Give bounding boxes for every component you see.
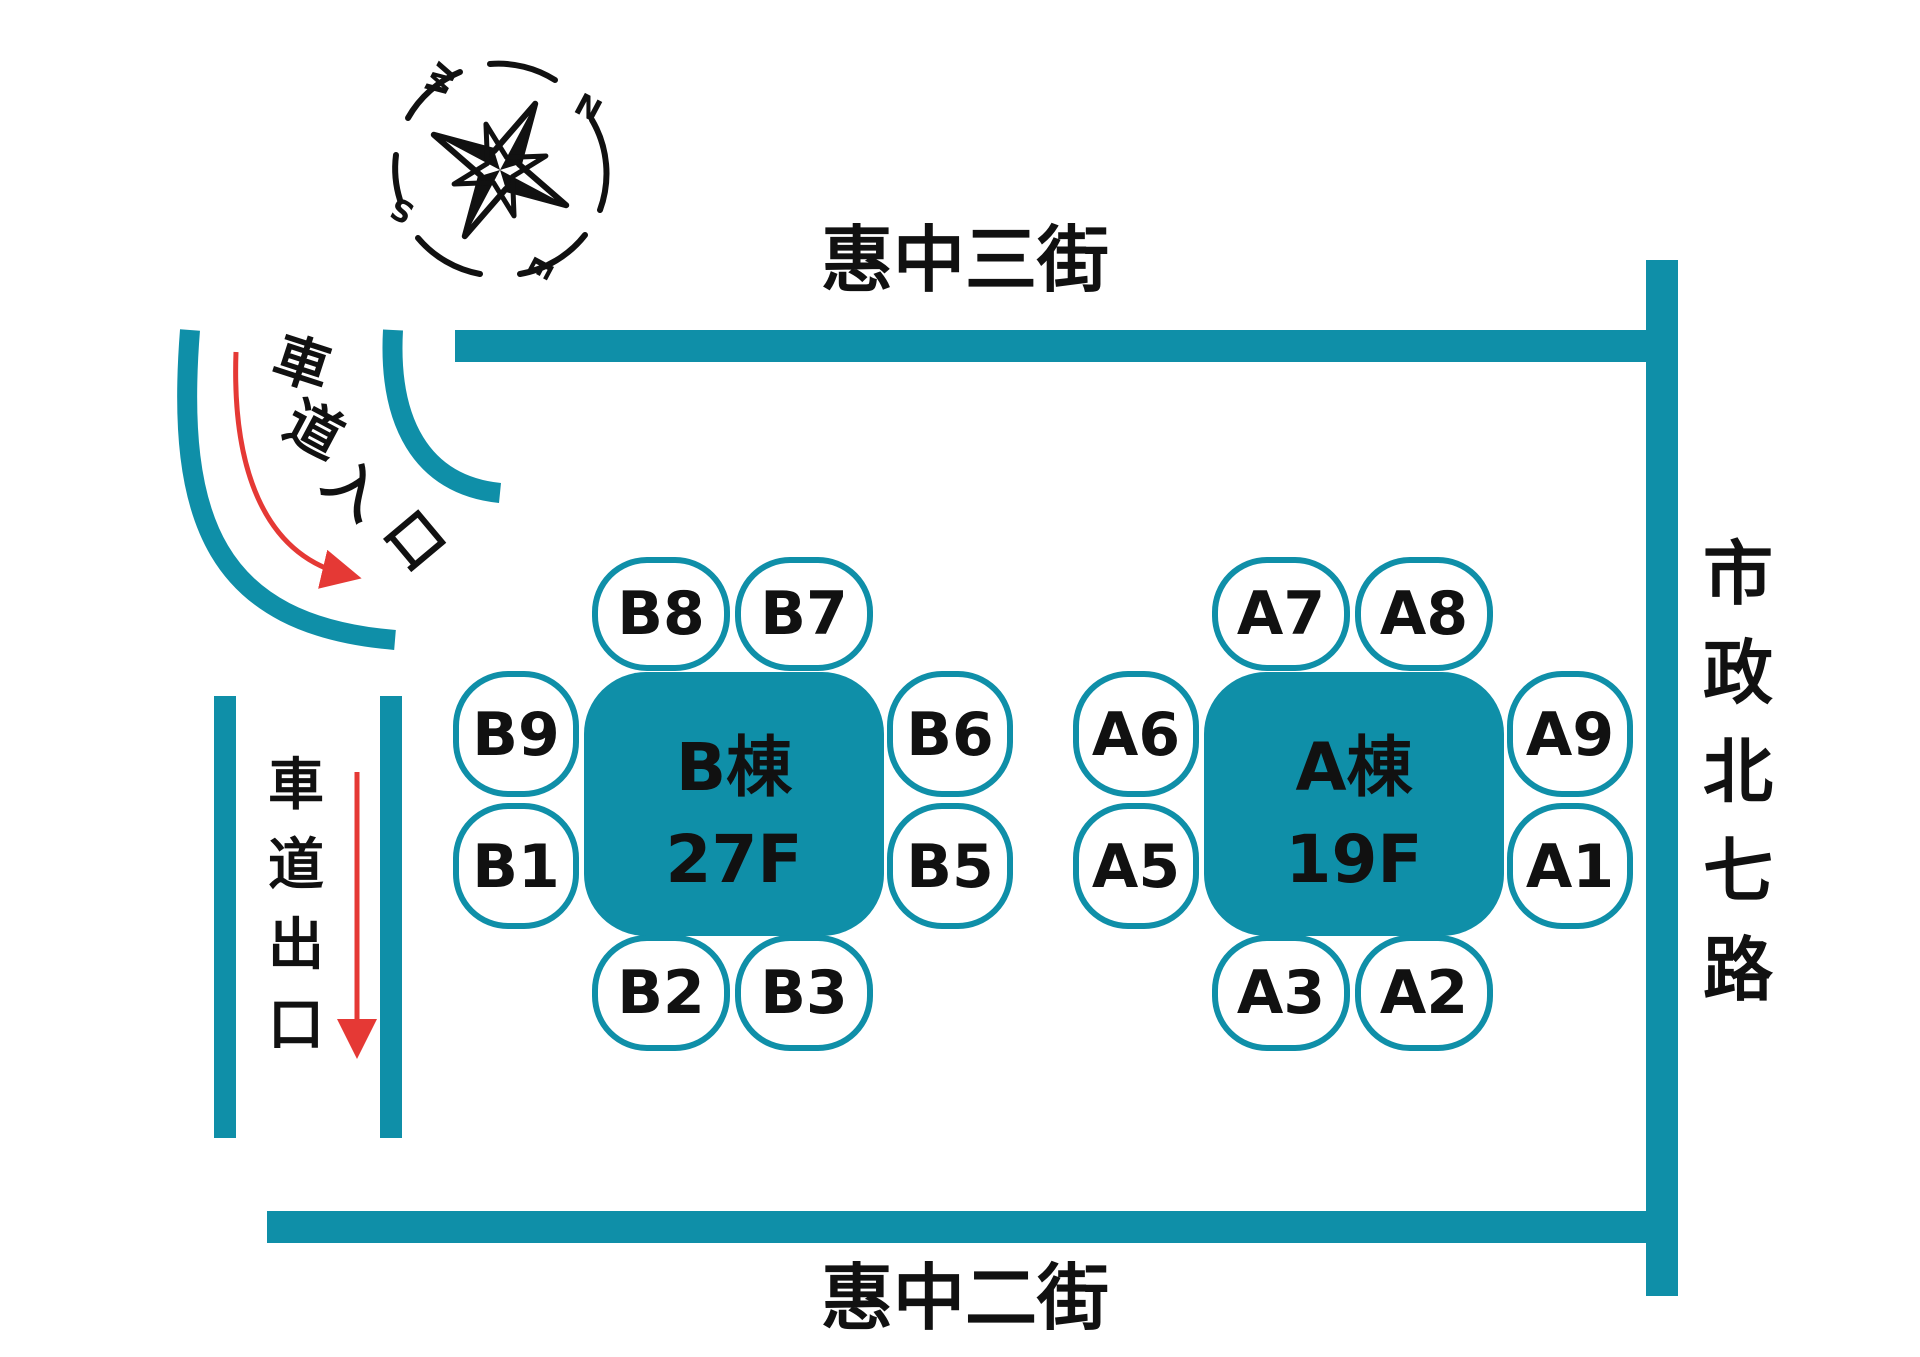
- unit-a5[interactable]: A5: [1073, 803, 1199, 929]
- unit-a9[interactable]: A9: [1507, 671, 1633, 797]
- exit-lane-right-line: [380, 696, 402, 1138]
- unit-a3[interactable]: A3: [1212, 935, 1350, 1051]
- exit-lane-left-line: [214, 696, 236, 1138]
- unit-a3-label: A3: [1237, 958, 1325, 1028]
- building-a: A棟 19F A7 A8 A6 A5 A9 A1 A3: [1073, 557, 1633, 1051]
- unit-b8[interactable]: B8: [592, 557, 730, 671]
- exit-char: 出: [268, 913, 324, 978]
- road-east-char: 路: [1703, 929, 1774, 1011]
- exit-char: 車: [268, 753, 324, 818]
- unit-b5-label: B5: [906, 832, 993, 902]
- building-b: B棟 27F B8 B7 B9 B1 B6 B5 B2: [453, 557, 1013, 1051]
- unit-b6[interactable]: B6: [887, 671, 1013, 797]
- unit-b9[interactable]: B9: [453, 671, 579, 797]
- unit-a2[interactable]: A2: [1355, 935, 1493, 1051]
- unit-b1[interactable]: B1: [453, 803, 579, 929]
- compass-rose-icon: N E S W: [384, 57, 610, 285]
- road-east-char: 七: [1703, 830, 1773, 912]
- entrance-char: 口: [371, 499, 457, 584]
- compass-n: N: [568, 87, 607, 130]
- entrance-curve-inner: [382, 329, 502, 503]
- building-b-block: [584, 672, 884, 936]
- unit-b9-label: B9: [472, 700, 559, 770]
- unit-b2[interactable]: B2: [592, 935, 730, 1051]
- unit-a9-label: A9: [1526, 700, 1614, 770]
- compass-e: E: [519, 250, 560, 285]
- unit-a5-label: A5: [1092, 832, 1180, 902]
- unit-a6[interactable]: A6: [1073, 671, 1199, 797]
- entrance-curve-outer: [177, 329, 396, 650]
- road-north-line: [455, 330, 1673, 362]
- unit-a2-label: A2: [1380, 958, 1468, 1028]
- unit-a1-label: A1: [1526, 832, 1614, 902]
- exit-char: 口: [268, 993, 324, 1058]
- building-a-name: A棟: [1295, 729, 1413, 806]
- roads: [214, 260, 1678, 1296]
- unit-b1-label: B1: [472, 832, 559, 902]
- driveway-exit-label: 車 道 出 口: [268, 753, 324, 1058]
- building-b-name: B棟: [676, 729, 793, 806]
- compass-s: S: [384, 189, 420, 230]
- unit-b7[interactable]: B7: [735, 557, 873, 671]
- unit-a8-label: A8: [1380, 579, 1468, 649]
- unit-a6-label: A6: [1092, 700, 1180, 770]
- road-east-char: 市: [1703, 533, 1773, 615]
- road-north-label: 惠中三街: [821, 218, 1109, 302]
- exit-char: 道: [268, 833, 324, 898]
- road-east-char: 政: [1703, 632, 1773, 714]
- building-b-floors: 27F: [666, 821, 803, 898]
- building-a-block: [1204, 672, 1504, 936]
- road-south-label: 惠中二街: [821, 1256, 1109, 1340]
- unit-b3[interactable]: B3: [735, 935, 873, 1051]
- unit-b8-label: B8: [617, 579, 704, 649]
- building-a-floors: 19F: [1286, 821, 1423, 898]
- unit-b7-label: B7: [760, 579, 847, 649]
- unit-b3-label: B3: [760, 958, 847, 1028]
- entrance-arrow: [233, 351, 362, 589]
- unit-b5[interactable]: B5: [887, 803, 1013, 929]
- unit-a7-label: A7: [1237, 579, 1325, 649]
- unit-a7[interactable]: A7: [1212, 557, 1350, 671]
- road-east-line: [1646, 260, 1678, 1296]
- unit-b6-label: B6: [906, 700, 993, 770]
- unit-a1[interactable]: A1: [1507, 803, 1633, 929]
- road-south-line: [267, 1211, 1675, 1243]
- road-east-char: 北: [1703, 731, 1773, 813]
- unit-b2-label: B2: [617, 958, 704, 1028]
- road-east-label: 市 政 北 七 路: [1703, 533, 1774, 1011]
- unit-a8[interactable]: A8: [1355, 557, 1493, 671]
